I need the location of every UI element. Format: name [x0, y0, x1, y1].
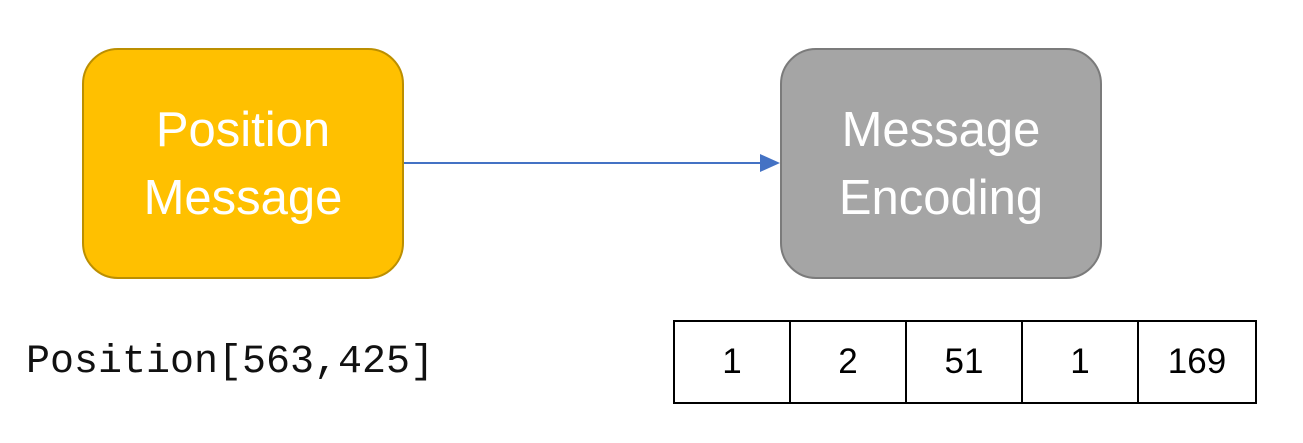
- position-message-line1: Position: [155, 102, 331, 157]
- encoding-cell: 1: [1023, 322, 1139, 402]
- arrow-head: [760, 154, 780, 172]
- encoding-cell: 169: [1167, 342, 1227, 381]
- message-encoding-box: Message Encoding: [780, 48, 1102, 279]
- encoding-byte-array: 1 2 51 1 169: [673, 320, 1257, 404]
- message-encoding-line2: Encoding: [838, 170, 1044, 225]
- position-message-box: Position Message: [82, 48, 404, 279]
- position-code-text: Position[563,425]: [26, 340, 435, 385]
- position-message-line2: Message: [143, 170, 343, 225]
- encoding-cell: 2: [791, 322, 907, 402]
- encoding-cell: 1: [675, 322, 791, 402]
- message-encoding-line1: Message: [841, 102, 1041, 157]
- encoding-cell: 51: [907, 322, 1023, 402]
